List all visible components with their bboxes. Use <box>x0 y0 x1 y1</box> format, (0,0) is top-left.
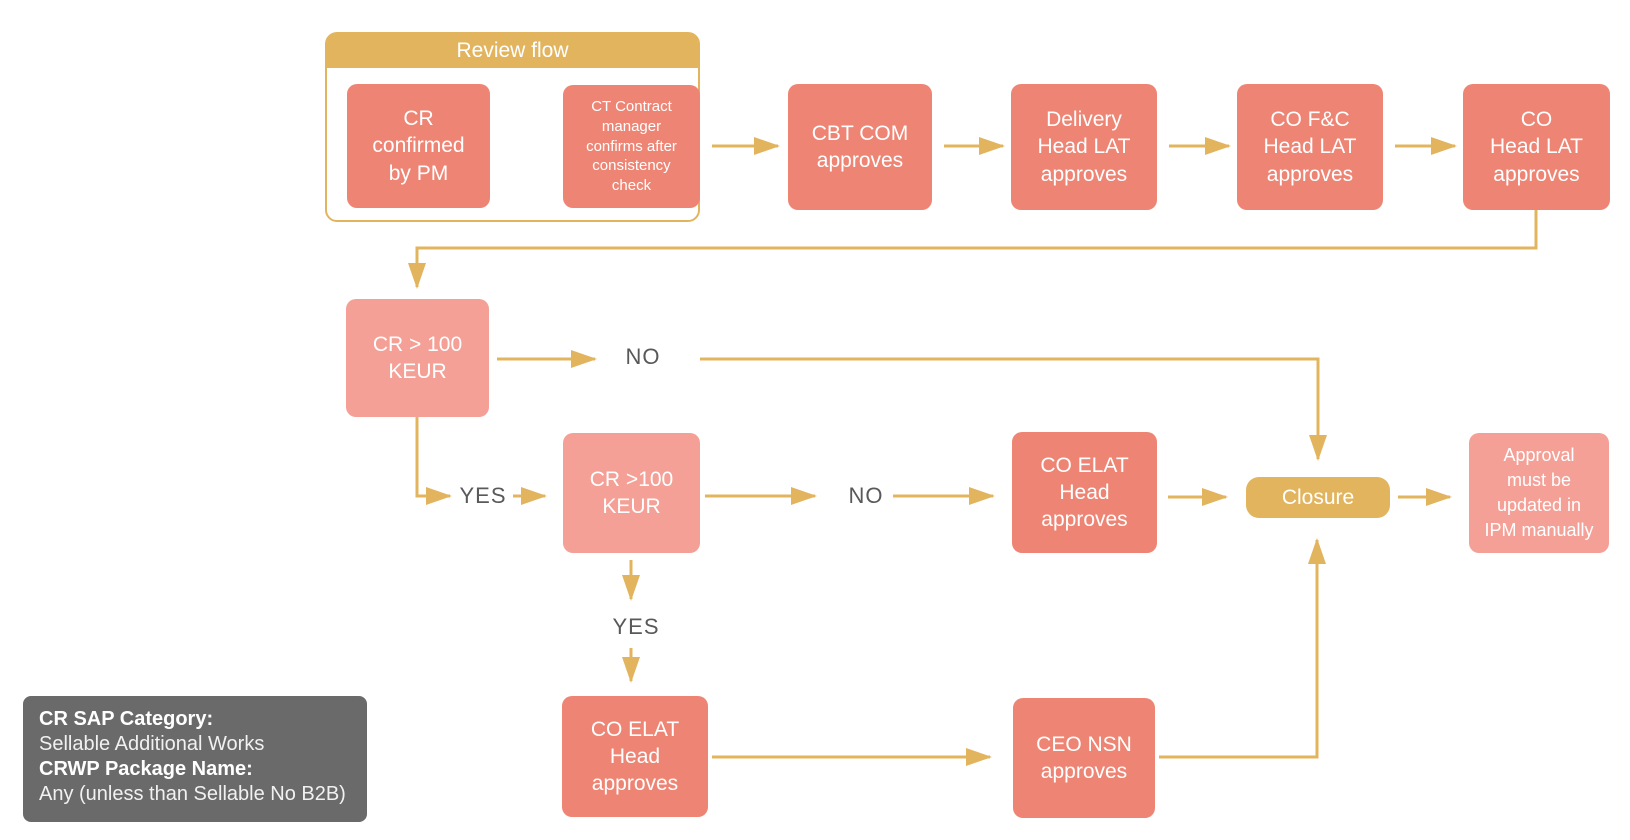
branch-label-yes-2: YES <box>612 614 660 639</box>
node-approval-manual-note: Approval must be updated in IPM manually <box>1469 433 1609 553</box>
connector-cohead-to-decision1 <box>408 210 1538 289</box>
branch-label-yes-1: YES <box>459 483 507 508</box>
connector-decision1-yes <box>415 417 452 505</box>
branch-label-no-1: NO <box>625 344 661 369</box>
connector-no1-to-closure <box>700 357 1327 461</box>
connector-ceo-to-closure <box>1159 538 1326 759</box>
decision-cr-gt-100-keur-1: CR > 100 KEUR <box>346 299 489 417</box>
node-co-head-lat-approves: CO Head LAT approves <box>1463 84 1610 210</box>
node-ceo-nsn-approves: CEO NSN approves <box>1013 698 1155 818</box>
sap-category-note: CR SAP Category: Sellable Additional Wor… <box>23 696 367 822</box>
note-category-label: CR SAP Category: <box>39 708 214 730</box>
node-co-fc-head-lat-approves: CO F&C Head LAT approves <box>1237 84 1383 210</box>
note-category-value: Sellable Additional Works <box>39 733 265 755</box>
node-closure: Closure <box>1246 477 1390 518</box>
branch-label-no-2: NO <box>848 483 884 508</box>
review-flow-group-title: Review flow <box>327 34 698 68</box>
node-co-elat-head-approves-bottom: CO ELAT Head approves <box>562 696 708 817</box>
note-package-value: Any (unless than Sellable No B2B) <box>39 783 346 805</box>
node-cbt-com-approves: CBT COM approves <box>788 84 932 210</box>
note-package-label: CRWP Package Name: <box>39 758 253 780</box>
node-delivery-head-lat-approves: Delivery Head LAT approves <box>1011 84 1157 210</box>
node-co-elat-head-approves-mid: CO ELAT Head approves <box>1012 432 1157 553</box>
node-cr-confirmed-by-pm: CR confirmed by PM <box>347 84 490 208</box>
decision-cr-gt-100-keur-2: CR >100 KEUR <box>563 433 700 553</box>
node-ct-contract-manager: CT Contract manager confirms after consi… <box>563 85 700 208</box>
